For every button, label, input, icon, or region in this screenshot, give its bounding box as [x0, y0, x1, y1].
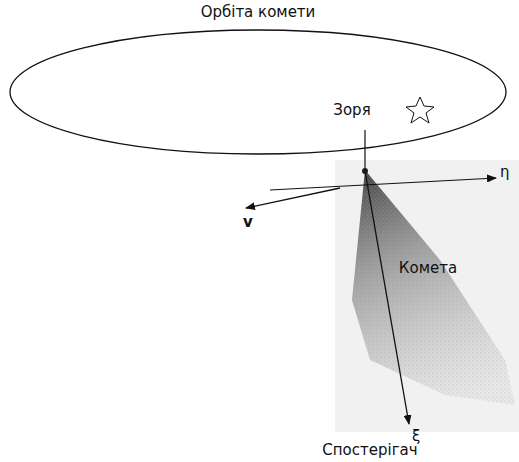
velocity-label: v: [243, 214, 253, 231]
comet-background: [335, 160, 519, 432]
comet-tail-texture: [352, 170, 515, 405]
orbit-title: Орбіта комети: [201, 4, 316, 21]
eta-axis: [270, 178, 496, 190]
axis-label: η: [500, 164, 510, 181]
star-symbol: [406, 97, 434, 123]
star-label: Зоря: [333, 102, 370, 119]
star-line: [364, 130, 365, 171]
comet-orbit: [10, 30, 506, 154]
velocity-arrow: [246, 188, 340, 208]
comet-tail: [352, 170, 515, 405]
comet-label: Комета: [399, 260, 457, 277]
xi-axis: [365, 171, 409, 424]
observer-label: Спостерігач: [322, 442, 417, 459]
